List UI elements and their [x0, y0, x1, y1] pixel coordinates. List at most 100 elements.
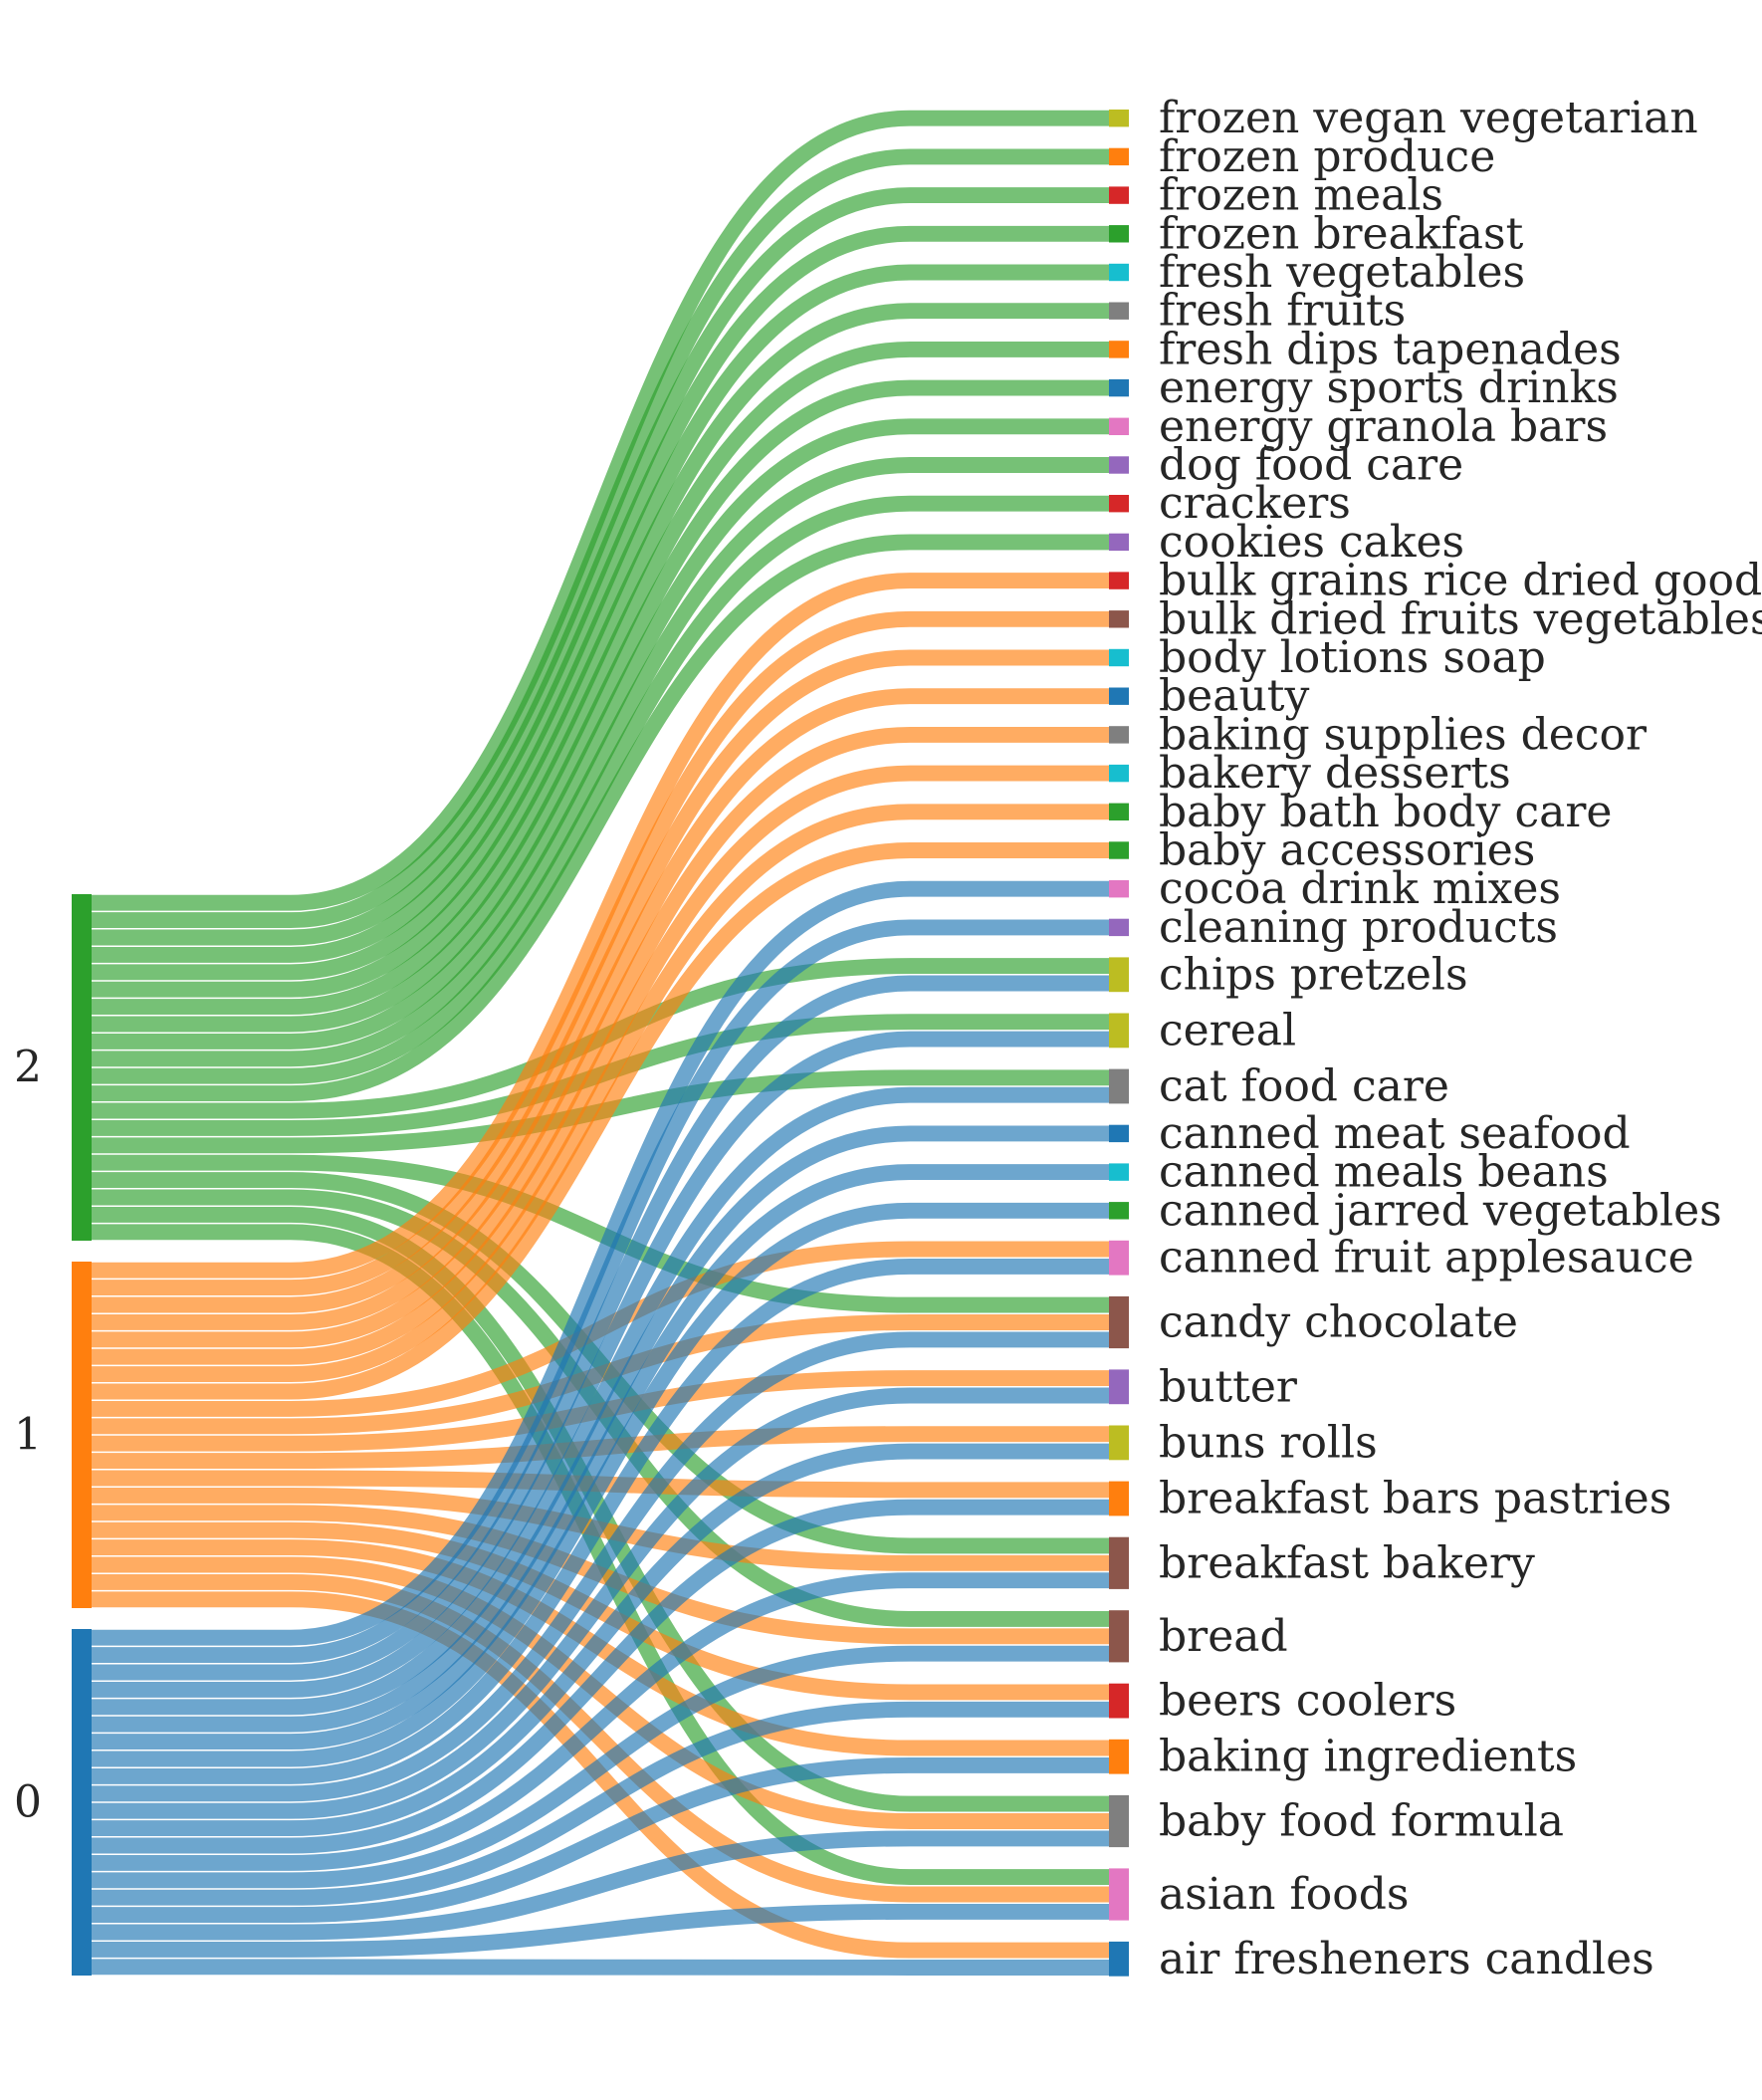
target-node-frozen-breakfast	[1109, 225, 1129, 243]
sankey-links	[92, 110, 1109, 1976]
target-label-crackers: crackers	[1159, 478, 1351, 529]
target-node-baking-ingredients	[1109, 1739, 1129, 1774]
target-node-cereal	[1109, 1013, 1129, 1049]
target-node-canned-meat-seafood	[1109, 1124, 1129, 1143]
source-node-2	[72, 894, 92, 1241]
target-node-cocoa-drink-mixes	[1109, 880, 1129, 898]
link-0-canned-meat-seafood	[92, 1125, 1109, 1733]
target-node-baby-bath-body-care	[1109, 803, 1129, 820]
target-label-baby-bath-body-care: baby bath body care	[1159, 787, 1612, 837]
link-0-cat-food-care	[92, 1086, 1109, 1716]
target-label-asian-foods: asian foods	[1159, 1869, 1409, 1920]
link-0-canned-fruit-applesauce	[92, 1258, 1109, 1784]
target-node-cat-food-care	[1109, 1068, 1129, 1104]
link-0-canned-jarred-vegetables	[92, 1202, 1109, 1767]
source-label-2: 2	[14, 1043, 42, 1093]
target-node-energy-granola-bars	[1109, 417, 1129, 435]
target-label-frozen-breakfast: frozen breakfast	[1159, 208, 1524, 259]
target-label-beers-coolers: beers coolers	[1159, 1676, 1456, 1727]
target-label-cocoa-drink-mixes: cocoa drink mixes	[1159, 863, 1561, 914]
link-0-asian-foods	[92, 1903, 1109, 1958]
target-label-energy-granola-bars: energy granola bars	[1159, 401, 1608, 452]
target-node-fresh-fruits	[1109, 302, 1129, 320]
link-0-beers-coolers	[92, 1701, 1109, 1906]
target-node-crackers	[1109, 495, 1129, 513]
link-0-candy-chocolate	[92, 1331, 1109, 1802]
target-label-canned-jarred-vegetables: canned jarred vegetables	[1159, 1185, 1722, 1236]
target-label-frozen-vegan-vegetarian: frozen vegan vegetarian	[1159, 93, 1698, 143]
link-1-asian-foods	[92, 1573, 1109, 1903]
target-node-beers-coolers	[1109, 1683, 1129, 1719]
target-label-air-fresheners-candles: air fresheners candles	[1159, 1934, 1654, 1984]
target-node-energy-sports-drinks	[1109, 378, 1129, 397]
target-label-energy-sports-drinks: energy sports drinks	[1159, 362, 1619, 413]
link-0-chips-pretzels	[92, 975, 1109, 1681]
link-1-bakery-desserts	[92, 765, 1109, 1365]
link-0-buns-rolls	[92, 1443, 1109, 1837]
target-label-bulk-dried-fruits-vegetables: bulk dried fruits vegetables	[1159, 593, 1762, 644]
target-label-body-lotions-soap: body lotions soap	[1159, 632, 1546, 683]
link-2-frozen-vegan-vegetarian	[92, 110, 1109, 911]
target-label-canned-meat-seafood: canned meat seafood	[1159, 1108, 1631, 1159]
source-nodes	[72, 894, 92, 1976]
link-1-baby-accessories	[92, 842, 1109, 1400]
target-node-frozen-meals	[1109, 186, 1129, 204]
target-label-bakery-desserts: bakery desserts	[1159, 748, 1511, 799]
target-node-fresh-dips-tapenades	[1109, 341, 1129, 358]
link-2-dog-food-care	[92, 457, 1109, 1067]
target-label-candy-chocolate: candy chocolate	[1159, 1297, 1518, 1348]
target-label-breakfast-bars-pastries: breakfast bars pastries	[1159, 1474, 1671, 1524]
target-node-canned-meals-beans	[1109, 1163, 1129, 1181]
source-label-0: 0	[14, 1777, 42, 1828]
link-0-cereal	[92, 1031, 1109, 1698]
link-0-bread	[92, 1645, 1109, 1889]
target-node-breakfast-bars-pastries	[1109, 1481, 1129, 1517]
link-1-baby-food-formula	[92, 1556, 1109, 1829]
link-2-frozen-meals	[92, 187, 1109, 946]
link-1-body-lotions-soap	[92, 649, 1109, 1313]
target-label-baking-ingredients: baking ingredients	[1159, 1732, 1577, 1782]
target-node-asian-foods	[1109, 1868, 1129, 1921]
target-node-chips-pretzels	[1109, 957, 1129, 993]
target-label-chips-pretzels: chips pretzels	[1159, 949, 1468, 1000]
link-1-baby-bath-body-care	[92, 804, 1109, 1383]
target-node-body-lotions-soap	[1109, 648, 1129, 667]
link-0-cleaning-products	[92, 919, 1109, 1664]
target-label-frozen-meals: frozen meals	[1159, 170, 1443, 221]
link-1-baking-supplies-decor	[92, 726, 1109, 1348]
target-label-canned-meals-beans: canned meals beans	[1159, 1147, 1609, 1198]
link-2-energy-granola-bars	[92, 418, 1109, 1050]
target-label-canned-fruit-applesauce: canned fruit applesauce	[1159, 1233, 1694, 1283]
source-node-0	[72, 1629, 92, 1976]
link-2-frozen-breakfast	[92, 225, 1109, 963]
link-0-butter	[92, 1387, 1109, 1819]
target-node-baby-food-formula	[1109, 1794, 1129, 1848]
link-0-baby-food-formula	[92, 1830, 1109, 1941]
link-0-baking-ingredients	[92, 1756, 1109, 1924]
link-2-fresh-fruits	[92, 303, 1109, 998]
target-label-bulk-grains-rice-dried-goods: bulk grains rice dried goods	[1159, 556, 1762, 606]
target-node-breakfast-bakery	[1109, 1536, 1129, 1589]
target-label-fresh-vegetables: fresh vegetables	[1159, 247, 1525, 298]
target-label-baby-food-formula: baby food formula	[1159, 1796, 1564, 1847]
link-0-breakfast-bakery	[92, 1572, 1109, 1871]
target-label-cereal: cereal	[1159, 1005, 1296, 1055]
target-label-cat-food-care: cat food care	[1159, 1061, 1449, 1112]
target-node-cleaning-products	[1109, 918, 1129, 937]
target-node-canned-fruit-applesauce	[1109, 1240, 1129, 1276]
target-label-baby-accessories: baby accessories	[1159, 825, 1535, 876]
source-label-1: 1	[14, 1410, 42, 1461]
link-0-air-fresheners-candles	[92, 1959, 1109, 1976]
link-2-frozen-produce	[92, 148, 1109, 929]
target-label-cleaning-products: cleaning products	[1159, 902, 1558, 953]
target-label-beauty: beauty	[1159, 671, 1309, 722]
target-node-bulk-dried-fruits-vegetables	[1109, 610, 1129, 628]
target-label-baking-supplies-decor: baking supplies decor	[1159, 709, 1648, 760]
target-node-butter	[1109, 1369, 1129, 1405]
target-node-frozen-vegan-vegetarian	[1109, 110, 1129, 127]
target-node-fresh-vegetables	[1109, 263, 1129, 282]
target-label-cookies-cakes: cookies cakes	[1159, 517, 1464, 568]
target-node-baking-supplies-decor	[1109, 726, 1129, 744]
target-label-buns-rolls: buns rolls	[1159, 1417, 1378, 1468]
